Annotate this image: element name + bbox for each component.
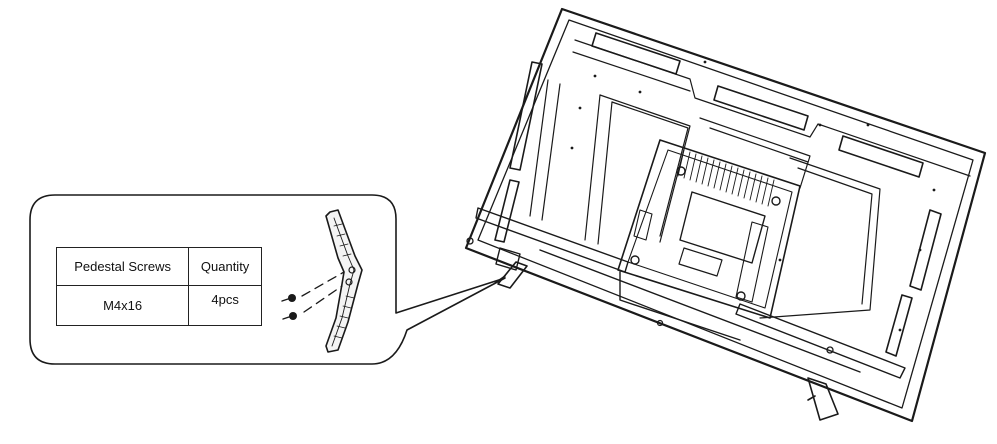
pedestal-stand-icon [325, 209, 363, 353]
callout-bubble [29, 194, 506, 365]
screw-spec-table: Pedestal Screws Quantity M4x16 4pcs [55, 247, 262, 326]
tv-back-panel-icon [464, 7, 987, 423]
table-header-cell: Pedestal Screws [55, 247, 190, 286]
screw-quantity-cell: 4pcs [188, 285, 262, 326]
screw-size-cell: M4x16 [55, 285, 190, 326]
screw-icon [281, 271, 345, 320]
table-header-cell: Quantity [188, 247, 262, 286]
table-header-row: Pedestal Screws Quantity [55, 247, 262, 286]
table-row: M4x16 4pcs [55, 285, 262, 326]
tv-right-foot-icon [807, 377, 839, 421]
